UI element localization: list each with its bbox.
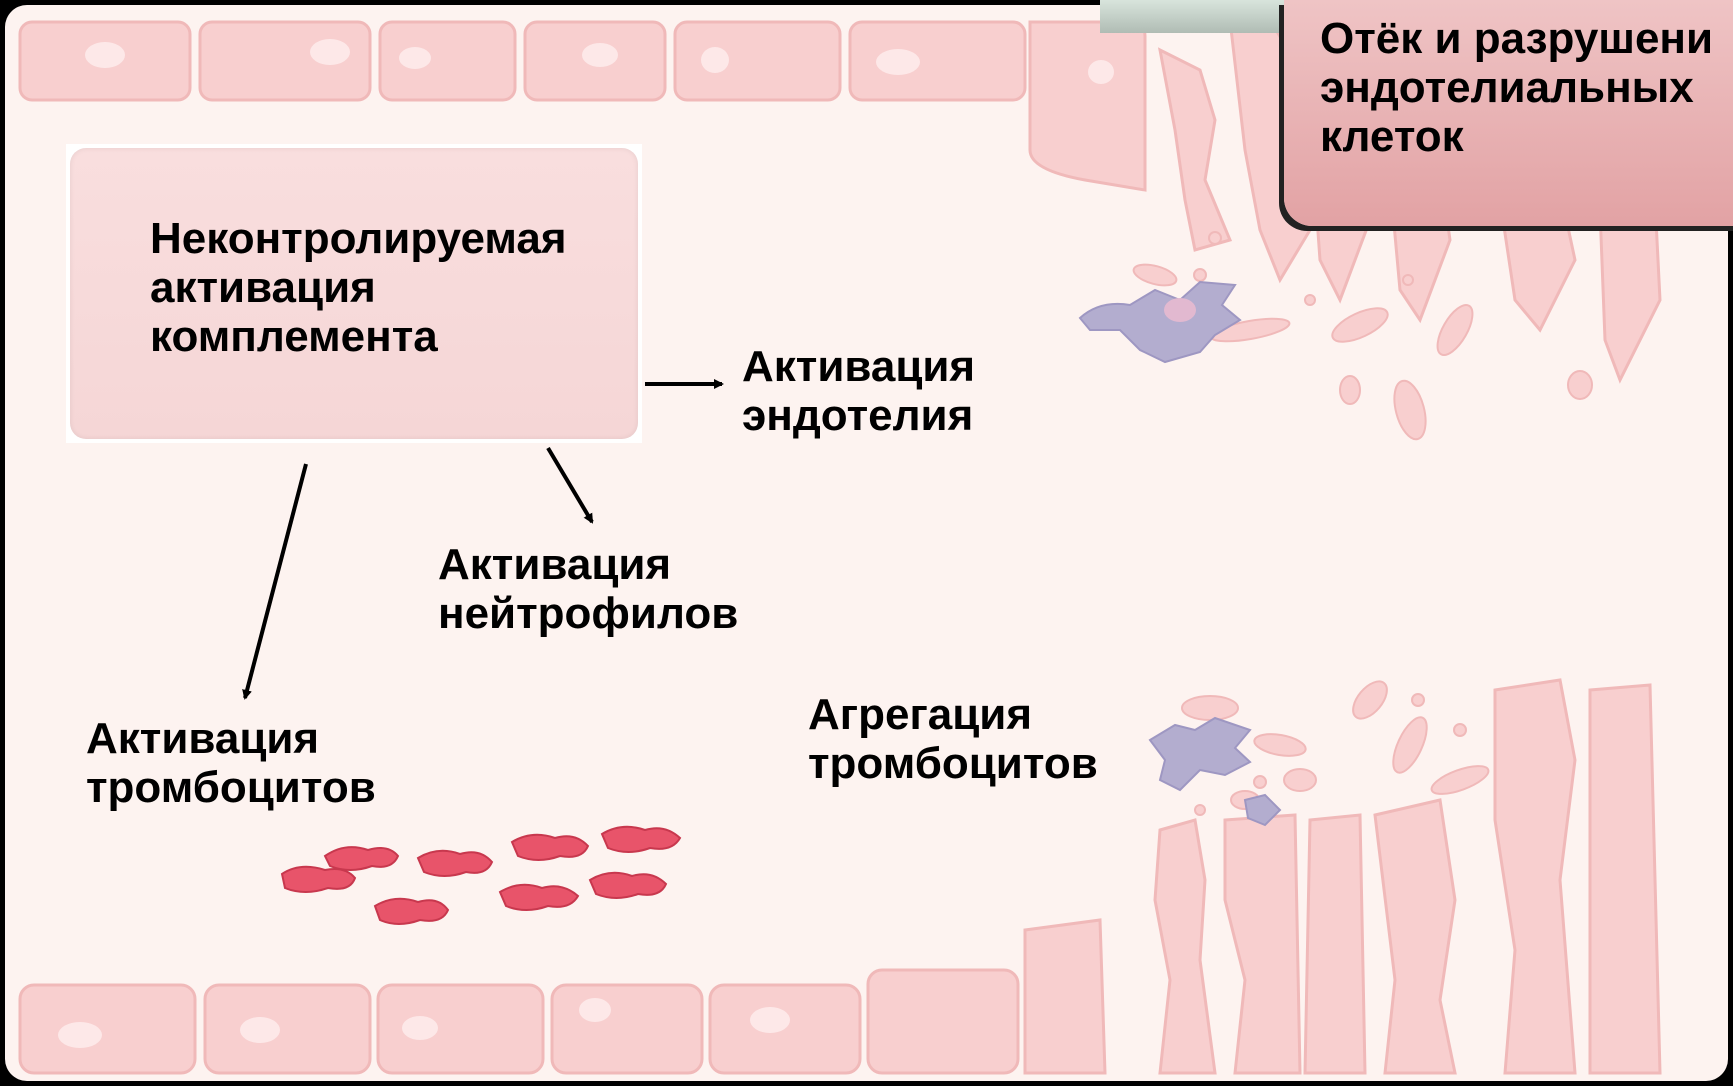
edema-destruction-text: Отёк и разрушени эндотелиальных клеток [1320, 14, 1713, 161]
label-endothelium-activation: Активация эндотелия [742, 342, 975, 440]
platelet [512, 835, 588, 860]
platelet [375, 899, 448, 924]
label-neutrophil-activation: Активация нейтрофилов [438, 540, 738, 638]
platelet [602, 827, 680, 852]
edema-destruction-box: Отёк и разрушени эндотелиальных клеток [1284, 0, 1733, 226]
header-strip [1100, 0, 1284, 33]
label-platelet-activation: Активация тромбоцитов [86, 714, 376, 812]
platelet [325, 847, 398, 870]
complement-activation-text: Неконтролируемая активация комплемента [150, 214, 567, 361]
label-platelet-aggregation: Агрегация тромбоцитов [808, 690, 1098, 788]
complement-activation-box: Неконтролируемая активация комплемента [66, 144, 642, 443]
platelet [500, 885, 578, 910]
platelet [418, 851, 492, 876]
platelet [590, 873, 666, 898]
bottom-endothelium [20, 970, 1018, 1073]
